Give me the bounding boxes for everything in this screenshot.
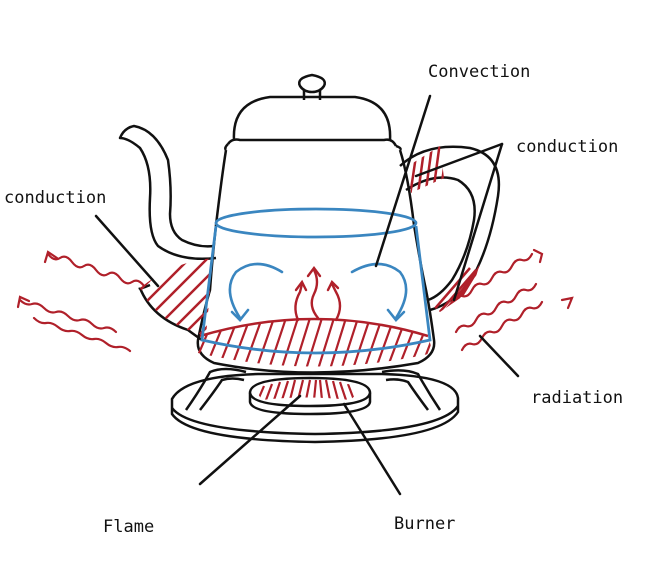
leader-lines xyxy=(96,96,518,494)
lid-knob xyxy=(299,75,325,92)
conduction-hatch-handle-low xyxy=(432,242,484,312)
label-radiation: radiation xyxy=(531,388,624,408)
spout xyxy=(120,126,216,259)
convection-arrow-left xyxy=(230,264,282,318)
radiation-waves-right xyxy=(452,250,572,350)
rising-arrow-left xyxy=(295,284,302,320)
label-burner: Burner xyxy=(394,514,456,534)
label-convection: Convection xyxy=(428,62,531,82)
leader-conduction-right-b xyxy=(454,144,502,300)
radiation-wave-right-2 xyxy=(456,284,536,332)
flame xyxy=(258,380,354,400)
conduction-hatch-bottom xyxy=(198,318,433,367)
radiation-wave-left-3 xyxy=(34,318,130,351)
water xyxy=(202,209,430,353)
convection-arrow-right xyxy=(352,264,406,318)
leader-conduction-left xyxy=(96,216,158,286)
leader-convection xyxy=(376,96,430,266)
leader-burner xyxy=(344,404,400,494)
water-surface xyxy=(216,209,416,237)
rising-arrow-right xyxy=(332,284,340,320)
label-conduction-right: conduction xyxy=(516,137,619,157)
convection-arrows-red xyxy=(295,268,340,320)
radiation-wave-left-1 xyxy=(48,254,144,286)
kettle xyxy=(120,75,499,373)
convection-arrows-blue xyxy=(230,264,406,320)
label-conduction-left: conduction xyxy=(4,188,107,208)
leader-conduction-right-a xyxy=(416,144,502,176)
radiation-wave-right-1 xyxy=(452,254,532,302)
label-flame: Flame xyxy=(103,517,155,537)
burner xyxy=(250,378,370,414)
lid xyxy=(234,97,390,140)
conduction-hatch-handle-top xyxy=(410,146,444,193)
leader-flame xyxy=(200,396,300,484)
radiation-waves-left xyxy=(18,252,144,351)
stove-support-right xyxy=(382,370,440,410)
radiation-wave-left-2 xyxy=(20,300,116,332)
radiation-wave-right-3 xyxy=(462,302,542,350)
rising-arrow-center xyxy=(312,270,318,318)
leader-radiation xyxy=(480,336,518,376)
stove-support-left xyxy=(186,369,246,410)
